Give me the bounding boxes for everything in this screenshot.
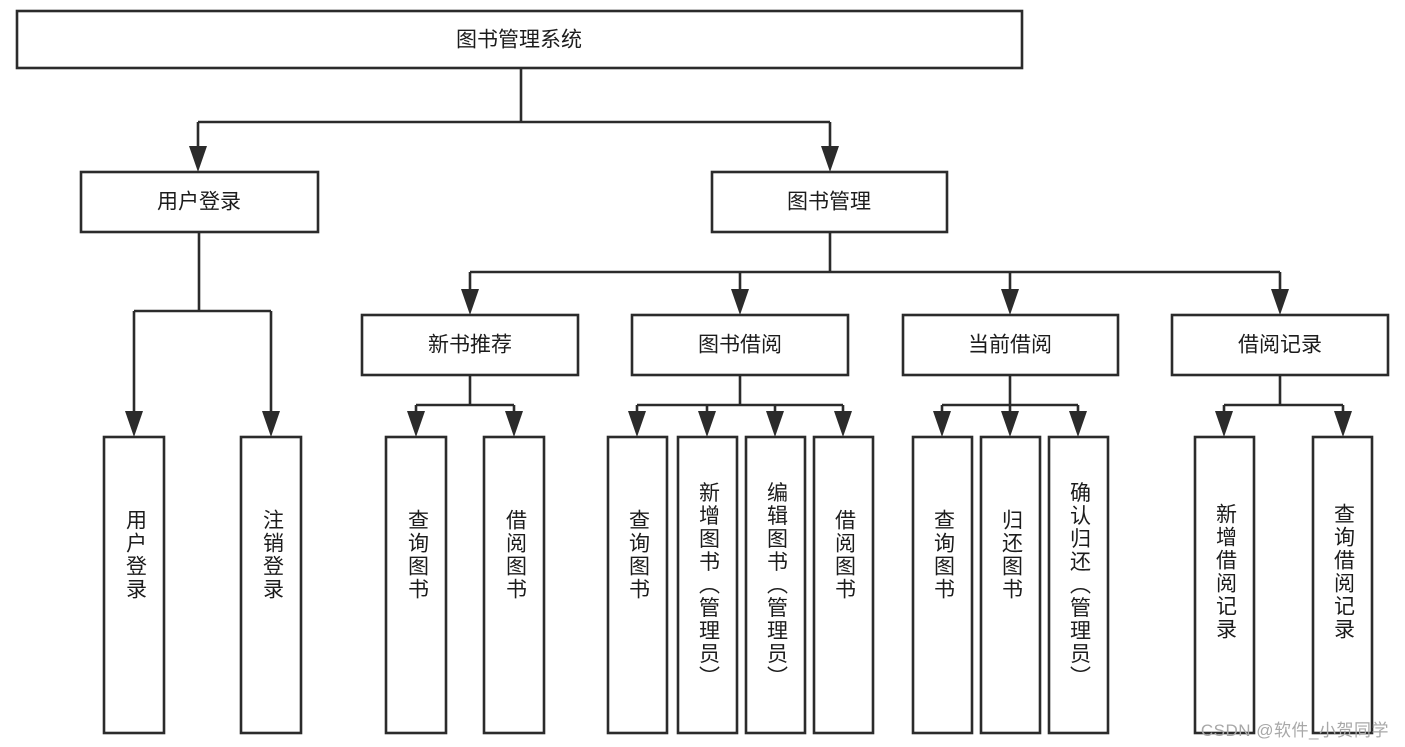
node-root-system[interactable]: 图书管理系统 bbox=[15, 9, 1024, 70]
node-user-login-box bbox=[79, 170, 320, 234]
node-new-book-recommend-box bbox=[360, 313, 580, 377]
node-book-management[interactable]: 图书管理 bbox=[710, 170, 949, 234]
arrow-icon-user-login-leaf-1 bbox=[125, 411, 143, 437]
leaf-user-login-1[interactable]: 用户登录 bbox=[102, 435, 166, 735]
leaf-records-add-label: 新增借阅记录 bbox=[1213, 503, 1237, 641]
arrow-icon-root-to-book-mgmt bbox=[821, 146, 839, 172]
node-borrow-records[interactable]: 借阅记录 bbox=[1170, 313, 1390, 377]
arrow-icon-records-leaf-2 bbox=[1334, 411, 1352, 437]
leaf-new-books-borrow-box bbox=[482, 435, 546, 735]
leaf-current-return-box bbox=[979, 435, 1042, 735]
leaf-borrow-borrow-book-label: 借阅图书 bbox=[832, 509, 856, 601]
arrow-icon-borrow-leaf-4 bbox=[834, 411, 852, 437]
arrow-icon-records-leaf-1 bbox=[1215, 411, 1233, 437]
edges-records-to-leaves bbox=[1215, 375, 1352, 437]
node-root-box bbox=[15, 9, 1024, 70]
leaf-borrow-add-book-label: 新增图书（管理员） bbox=[696, 482, 720, 689]
edges-book-mgmt-to-level3 bbox=[461, 232, 1289, 315]
leaf-borrow-add-book-box bbox=[676, 435, 739, 735]
arrow-icon-level3-records bbox=[1271, 289, 1289, 315]
leaf-borrow-edit-book-label: 编辑图书（管理员） bbox=[764, 482, 788, 689]
edges-user-login-to-leaves bbox=[125, 232, 280, 437]
leaf-new-books-borrow[interactable]: 借阅图书 bbox=[482, 435, 546, 735]
leaf-current-confirm-return[interactable]: 确认归还（管理员） bbox=[1047, 435, 1110, 735]
leaf-current-return[interactable]: 归还图书 bbox=[979, 435, 1042, 735]
edges-new-books-to-leaves bbox=[407, 375, 523, 437]
leaf-current-query-label: 查询图书 bbox=[931, 509, 955, 601]
leaf-current-confirm-return-label: 确认归还（管理员） bbox=[1067, 482, 1091, 689]
node-current-borrow-label: 当前借阅 bbox=[968, 334, 1052, 357]
leaf-records-add-box bbox=[1193, 435, 1256, 735]
leaf-records-query-box bbox=[1311, 435, 1374, 735]
leaf-borrow-edit-book[interactable]: 编辑图书（管理员） bbox=[744, 435, 807, 735]
arrow-icon-level3-new-books bbox=[461, 289, 479, 315]
node-current-borrow-box bbox=[901, 313, 1120, 377]
arrow-icon-level3-current bbox=[1001, 289, 1019, 315]
leaf-new-books-query[interactable]: 查询图书 bbox=[384, 435, 448, 735]
arrow-icon-user-login-leaf-2 bbox=[262, 411, 280, 437]
leaf-records-query[interactable]: 查询借阅记录 bbox=[1311, 435, 1374, 735]
node-book-borrow-label: 图书借阅 bbox=[698, 334, 782, 357]
leaf-user-logout-box bbox=[239, 435, 303, 735]
leaf-current-query-box bbox=[911, 435, 974, 735]
leaf-borrow-edit-book-box bbox=[744, 435, 807, 735]
node-book-management-box bbox=[710, 170, 949, 234]
leaf-records-add[interactable]: 新增借阅记录 bbox=[1193, 435, 1256, 735]
edges-current-to-leaves bbox=[933, 375, 1087, 437]
node-new-book-recommend-label: 新书推荐 bbox=[428, 334, 512, 357]
edges-borrow-to-leaves bbox=[628, 375, 852, 437]
leaf-current-confirm-return-box bbox=[1047, 435, 1110, 735]
node-new-book-recommend[interactable]: 新书推荐 bbox=[360, 313, 580, 377]
node-book-borrow-box bbox=[630, 313, 850, 377]
node-current-borrow[interactable]: 当前借阅 bbox=[901, 313, 1120, 377]
arrow-icon-borrow-leaf-2 bbox=[698, 411, 716, 437]
arrow-icon-current-leaf-1 bbox=[933, 411, 951, 437]
leaf-borrow-query-label: 查询图书 bbox=[626, 509, 650, 601]
node-user-login-label: 用户登录 bbox=[157, 191, 241, 214]
leaf-new-books-query-label: 查询图书 bbox=[405, 509, 429, 601]
leaf-borrow-query-box bbox=[606, 435, 669, 735]
arrow-icon-new-books-leaf-1 bbox=[407, 411, 425, 437]
arrow-icon-root-to-user-login bbox=[189, 146, 207, 172]
leaf-user-login-1-label: 用户登录 bbox=[123, 509, 147, 601]
node-root-label: 图书管理系统 bbox=[456, 29, 582, 52]
leaf-borrow-query[interactable]: 查询图书 bbox=[606, 435, 669, 735]
leaf-borrow-borrow-book-box bbox=[812, 435, 875, 735]
node-book-management-label: 图书管理 bbox=[787, 191, 871, 214]
arrow-icon-current-leaf-2 bbox=[1001, 411, 1019, 437]
node-book-borrow[interactable]: 图书借阅 bbox=[630, 313, 850, 377]
leaf-borrow-add-book[interactable]: 新增图书（管理员） bbox=[676, 435, 739, 735]
node-borrow-records-box bbox=[1170, 313, 1390, 377]
leaf-user-login-1-box bbox=[102, 435, 166, 735]
leaf-new-books-borrow-label: 借阅图书 bbox=[503, 509, 527, 601]
leaf-current-query[interactable]: 查询图书 bbox=[911, 435, 974, 735]
edges-root-to-level2 bbox=[189, 68, 839, 172]
leaf-records-query-label: 查询借阅记录 bbox=[1331, 503, 1355, 641]
node-borrow-records-label: 借阅记录 bbox=[1238, 334, 1322, 357]
node-user-login[interactable]: 用户登录 bbox=[79, 170, 320, 234]
leaf-current-return-label: 归还图书 bbox=[999, 509, 1023, 601]
leaf-new-books-query-box bbox=[384, 435, 448, 735]
arrow-icon-level3-borrow bbox=[731, 289, 749, 315]
arrow-icon-current-leaf-3 bbox=[1069, 411, 1087, 437]
arrow-icon-new-books-leaf-2 bbox=[505, 411, 523, 437]
arrow-icon-borrow-leaf-1 bbox=[628, 411, 646, 437]
leaf-user-logout-label: 注销登录 bbox=[260, 509, 284, 601]
leaf-borrow-borrow-book[interactable]: 借阅图书 bbox=[812, 435, 875, 735]
leaf-user-logout[interactable]: 注销登录 bbox=[239, 435, 303, 735]
arrow-icon-borrow-leaf-3 bbox=[766, 411, 784, 437]
